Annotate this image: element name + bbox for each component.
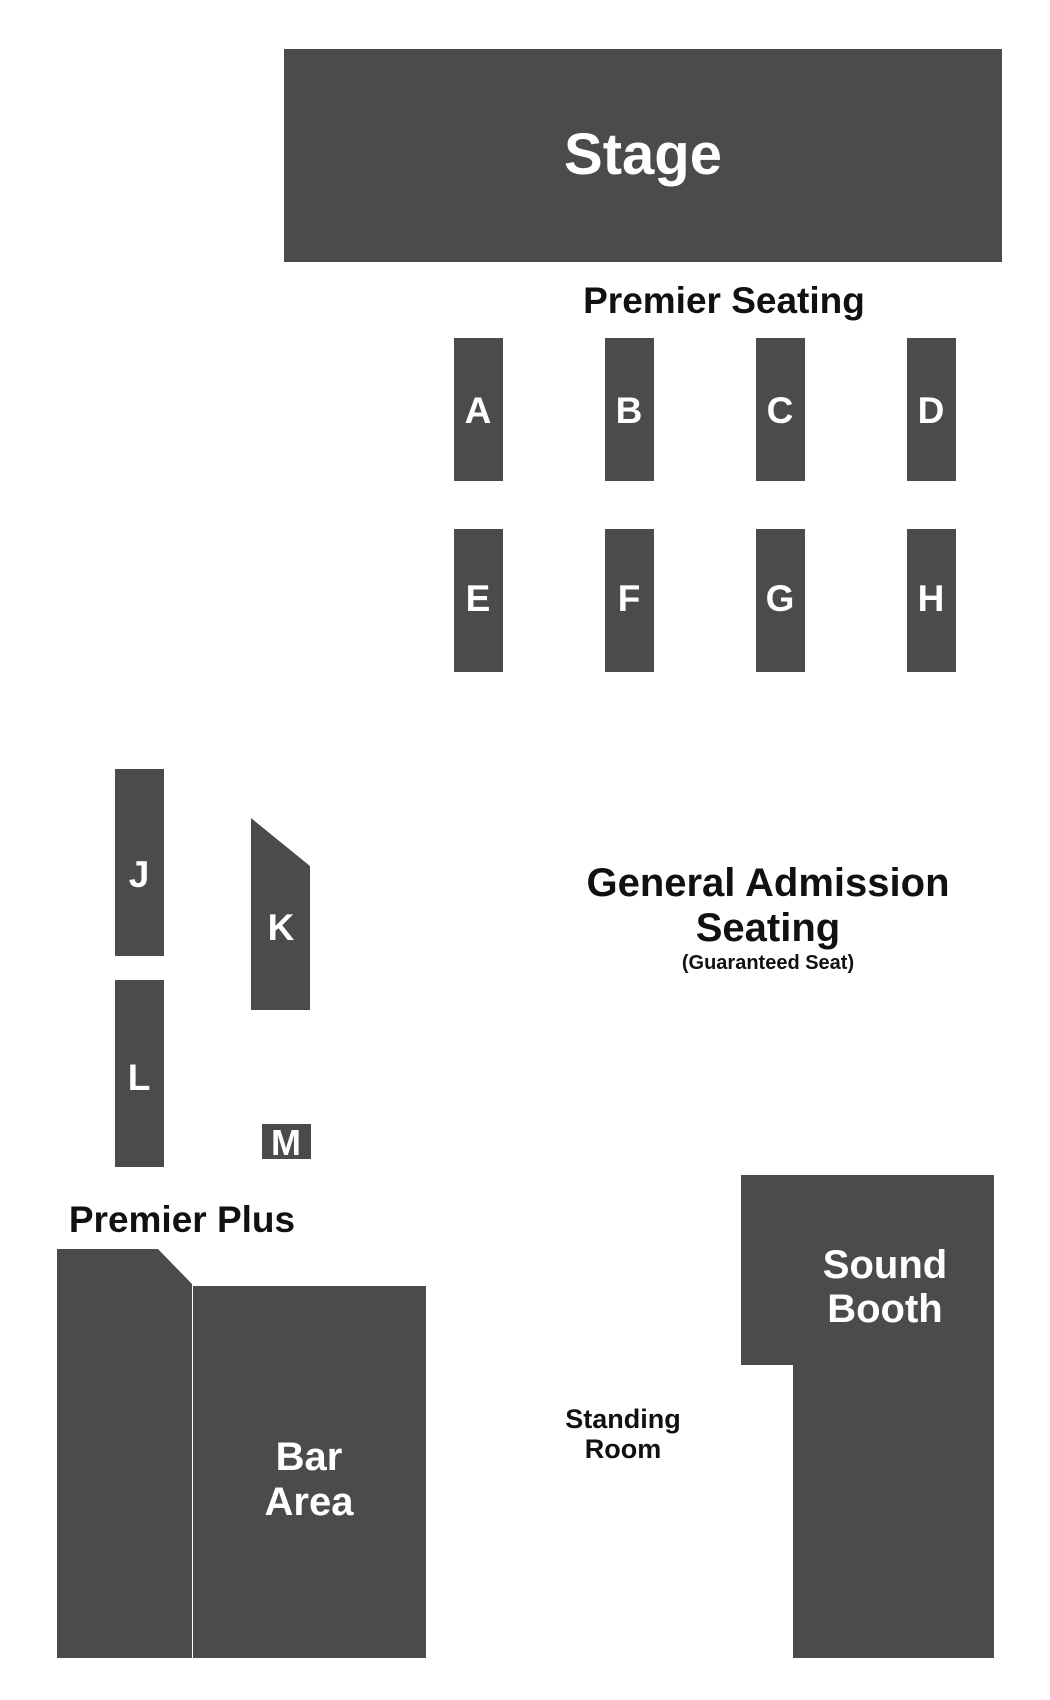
general-admission-title-line2: Seating: [696, 906, 840, 950]
bar-area[interactable]: [193, 1286, 426, 1658]
section-f[interactable]: [605, 529, 654, 672]
stage[interactable]: [284, 49, 1002, 262]
section-e[interactable]: [454, 529, 503, 672]
section-c[interactable]: [756, 338, 805, 481]
standing-room-label-line2: Room: [585, 1434, 662, 1464]
section-m[interactable]: [262, 1124, 311, 1159]
general-admission-note: (Guaranteed Seat): [682, 952, 854, 974]
section-l[interactable]: [115, 980, 164, 1167]
standing-room-label-line1: Standing: [565, 1404, 681, 1434]
sound-booth[interactable]: [741, 1175, 994, 1658]
section-b[interactable]: [605, 338, 654, 481]
section-j[interactable]: [115, 769, 164, 956]
general-admission-title-line1: General Admission: [586, 861, 949, 905]
section-g[interactable]: [756, 529, 805, 672]
section-a[interactable]: [454, 338, 503, 481]
section-d[interactable]: [907, 338, 956, 481]
premier-seating-title: Premier Seating: [583, 280, 865, 321]
premier-plus-section[interactable]: [57, 1249, 192, 1658]
section-k[interactable]: [251, 818, 310, 1010]
premier-plus-title: Premier Plus: [69, 1199, 295, 1240]
section-h[interactable]: [907, 529, 956, 672]
